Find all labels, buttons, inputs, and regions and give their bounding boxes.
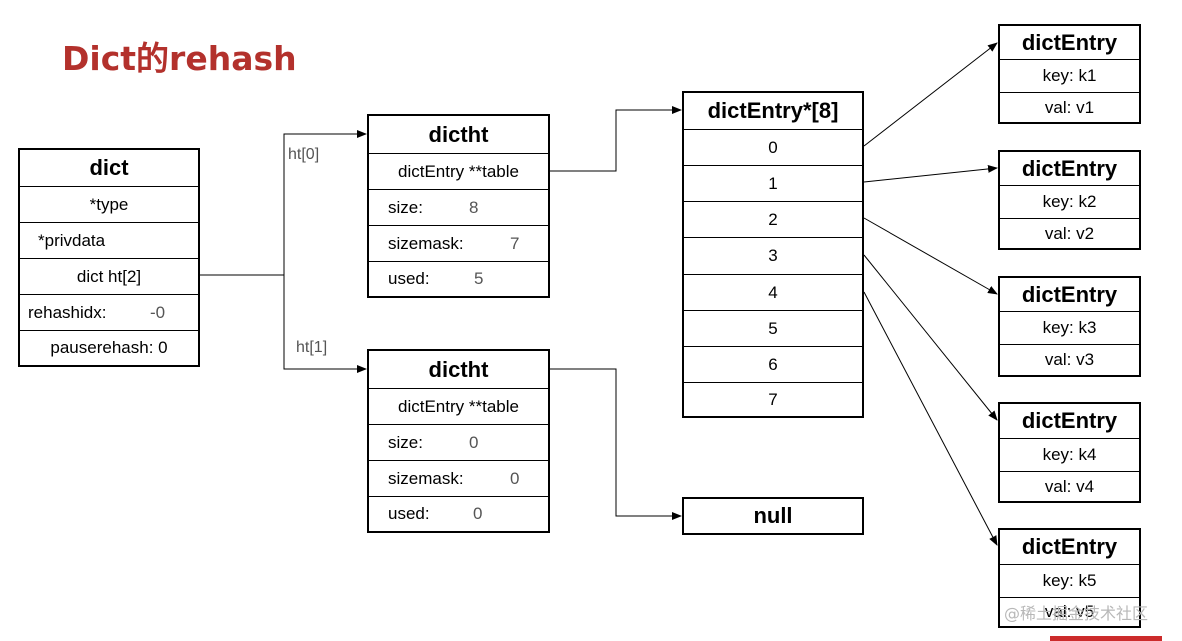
array-slot: 7: [684, 382, 862, 416]
dictht0-sizemask: sizemask: 7: [369, 225, 548, 261]
dict-entry-box: dictEntry key: k5 val: v5: [998, 528, 1141, 628]
dict-entry-key: key: k2: [1000, 185, 1139, 218]
edge-label-ht0: ht[0]: [288, 146, 320, 163]
array-slot: 3: [684, 237, 862, 274]
array-header: dictEntry*[8]: [707, 98, 839, 123]
size-label: size:: [388, 432, 423, 452]
edge-table1: [550, 368, 682, 520]
dictht0-used: used: 5: [369, 261, 548, 296]
rehashidx-value: -0: [150, 302, 166, 322]
dict-pauserehash: pauserehash: 0: [20, 330, 198, 365]
used-label: used:: [388, 504, 430, 523]
dict-entry-box: dictEntry key: k1 val: v1: [998, 24, 1141, 124]
dictht0-size: size: 8: [369, 189, 548, 225]
array-slot: 0: [684, 129, 862, 165]
dict-entry-val: val: v3: [1000, 344, 1139, 375]
rehashidx-label: rehashidx:: [28, 302, 107, 322]
dictht1-header: dictht: [428, 356, 489, 382]
watermark: @稀土掘金技术社区: [1004, 604, 1149, 623]
dictht1-used: used: 0: [369, 496, 548, 531]
dictht1-box: dictht dictEntry **table size: 0 sizemas…: [367, 349, 550, 533]
dict-entry-box: dictEntry key: k4 val: v4: [998, 402, 1141, 503]
dict-box: dict *type *privdata dict ht[2] rehashid…: [18, 148, 200, 367]
dict-entry-header: dictEntry: [1021, 29, 1118, 55]
dict-entry-header: dictEntry: [1021, 534, 1118, 559]
dict-header: dict: [89, 155, 129, 180]
edge-ht0: [200, 130, 367, 276]
used-value: 5: [474, 269, 484, 288]
sizemask-label: sizemask:: [388, 233, 464, 253]
dictht0-header: dictht: [428, 121, 489, 147]
edge-label-ht1: ht[1]: [296, 339, 328, 356]
dict-type: *type: [20, 186, 198, 222]
edge-ht1: [283, 275, 367, 373]
red-accent-bar: [1050, 636, 1162, 641]
dictht0-table: dictEntry **table: [369, 153, 548, 189]
edge-slot4-entry5: [863, 291, 998, 546]
dict-entry-box: dictEntry key: k2 val: v2: [998, 150, 1141, 250]
array-slot: 6: [684, 346, 862, 382]
dictht1-table: dictEntry **table: [369, 388, 548, 424]
sizemask-value: 7: [510, 233, 520, 253]
dictht0-box: dictht dictEntry **table size: 8 sizemas…: [367, 114, 550, 298]
used-label: used:: [388, 269, 430, 288]
dict-ht: dict ht[2]: [20, 258, 198, 294]
dict-entry-box: dictEntry key: k3 val: v3: [998, 276, 1141, 377]
dict-entry-val: val: v2: [1000, 218, 1139, 248]
edge-slot1-entry2: [863, 164, 998, 183]
array-slot: 4: [684, 274, 862, 310]
edge-table0: [550, 106, 682, 172]
dict-entry-val: val: v4: [1000, 471, 1139, 501]
entry-array-box: dictEntry*[8] 0 1 2 3 4 5 6 7: [682, 91, 864, 418]
array-slot: 2: [684, 201, 862, 237]
array-slot: 5: [684, 310, 862, 346]
dict-entry-key: key: k1: [1000, 59, 1139, 92]
null-label: null: [753, 503, 793, 528]
dict-entry-key: key: k4: [1000, 438, 1139, 471]
dictht1-sizemask: sizemask: 0: [369, 460, 548, 496]
dict-entry-key: key: k5: [1000, 564, 1139, 597]
dict-privdata: *privdata: [20, 222, 198, 258]
dict-entry-header: dictEntry: [1021, 155, 1118, 181]
sizemask-label: sizemask:: [388, 468, 464, 488]
edge-slot2-entry3: [863, 217, 998, 295]
size-label: size:: [388, 197, 423, 217]
null-box: null: [682, 497, 864, 535]
size-value: 0: [469, 432, 479, 452]
array-slot: 1: [684, 165, 862, 201]
dict-entry-key: key: k3: [1000, 311, 1139, 344]
page-title: Dict的rehash: [62, 39, 297, 78]
edge-slot3-entry4: [863, 254, 998, 421]
dict-entry-header: dictEntry: [1021, 281, 1118, 307]
dict-entry-header: dictEntry: [1021, 408, 1118, 433]
dict-entry-val: val: v5: [1000, 597, 1139, 626]
edge-slot0-entry1: [863, 42, 998, 147]
sizemask-value: 0: [510, 468, 520, 488]
used-value: 0: [473, 504, 483, 523]
size-value: 8: [469, 197, 479, 217]
dict-entry-val: val: v1: [1000, 92, 1139, 122]
dictht1-size: size: 0: [369, 424, 548, 460]
dict-rehashidx: rehashidx: -0: [20, 294, 198, 330]
